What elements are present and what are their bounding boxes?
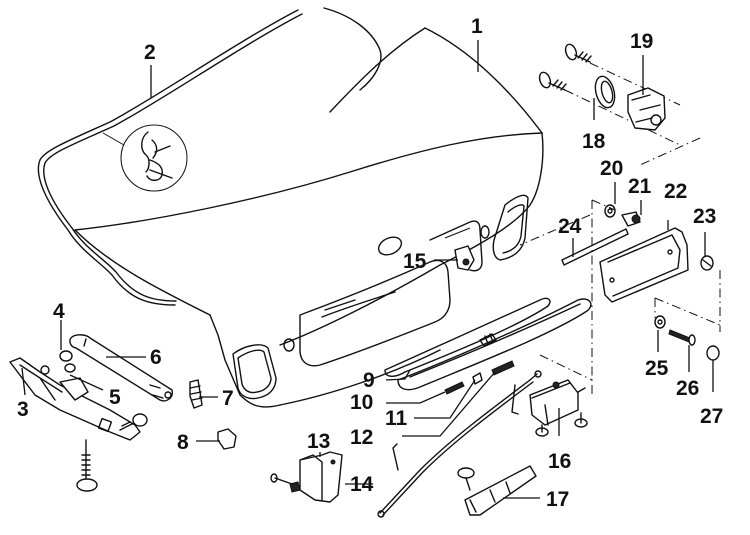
callout-16: 16 xyxy=(548,450,571,473)
callout-17: 17 xyxy=(546,488,569,511)
callout-4: 4 xyxy=(53,300,65,323)
screw-part-26 xyxy=(668,329,696,346)
seal-part-2 xyxy=(37,7,382,306)
callout-26: 26 xyxy=(676,377,699,400)
callout-14: 14 xyxy=(350,473,374,496)
callout-labels: 1 2 3 4 5 6 7 8 9 10 11 12 13 14 15 16 1… xyxy=(17,15,723,511)
hinge-bush-part-5 xyxy=(64,363,76,373)
buffer-part-7 xyxy=(189,379,203,409)
plug-part-21 xyxy=(621,211,641,227)
latch-part-17 xyxy=(457,465,537,516)
callout-25: 25 xyxy=(645,357,669,380)
release-cable-part-14 xyxy=(377,370,542,518)
lens-strip-part-24 xyxy=(561,228,629,266)
callout-10: 10 xyxy=(350,391,373,414)
callout-13: 13 xyxy=(307,430,330,453)
callout-3: 3 xyxy=(17,398,29,421)
callout-8: 8 xyxy=(177,431,189,454)
callout-12: 12 xyxy=(350,426,373,449)
callout-24: 24 xyxy=(558,215,582,238)
washer-part-25 xyxy=(654,315,666,329)
callout-18: 18 xyxy=(582,130,606,153)
handle-strip-part-9 xyxy=(384,297,592,391)
seal-detail-inset xyxy=(102,124,188,192)
clip-part-23 xyxy=(700,255,714,271)
callout-23: 23 xyxy=(693,205,716,228)
callout-15: 15 xyxy=(403,250,427,273)
hinge-pivot-part-4 xyxy=(59,350,73,362)
callout-9: 9 xyxy=(363,369,375,392)
washer-part-20 xyxy=(604,204,616,218)
callout-leader-lines xyxy=(21,40,714,499)
callout-7: 7 xyxy=(222,387,234,410)
callout-19: 19 xyxy=(630,30,653,53)
lock-cylinder-part-15 xyxy=(454,245,475,271)
bracket-part-13 xyxy=(270,451,343,503)
light-housing-part-22 xyxy=(599,227,689,303)
callout-22: 22 xyxy=(664,180,687,203)
callout-20: 20 xyxy=(600,157,623,180)
callout-27: 27 xyxy=(700,405,723,428)
callout-6: 6 xyxy=(150,346,162,369)
callout-21: 21 xyxy=(628,175,652,198)
cap-part-27 xyxy=(706,345,720,361)
stopper-part-8 xyxy=(217,428,237,450)
hinge-part-3 xyxy=(9,357,148,492)
callout-5: 5 xyxy=(109,386,121,409)
callout-1: 1 xyxy=(471,15,483,38)
lock-actuator-part-16 xyxy=(529,379,588,437)
trunk-lid-part-1 xyxy=(74,27,544,408)
callout-11: 11 xyxy=(385,407,408,430)
lock-cylinder-housing-part-19 xyxy=(538,43,701,166)
callout-2: 2 xyxy=(144,41,156,64)
gas-strut-part-6 xyxy=(69,334,174,402)
assembly-dash-lines xyxy=(519,199,721,395)
seal-ring-part-18 xyxy=(594,75,616,109)
